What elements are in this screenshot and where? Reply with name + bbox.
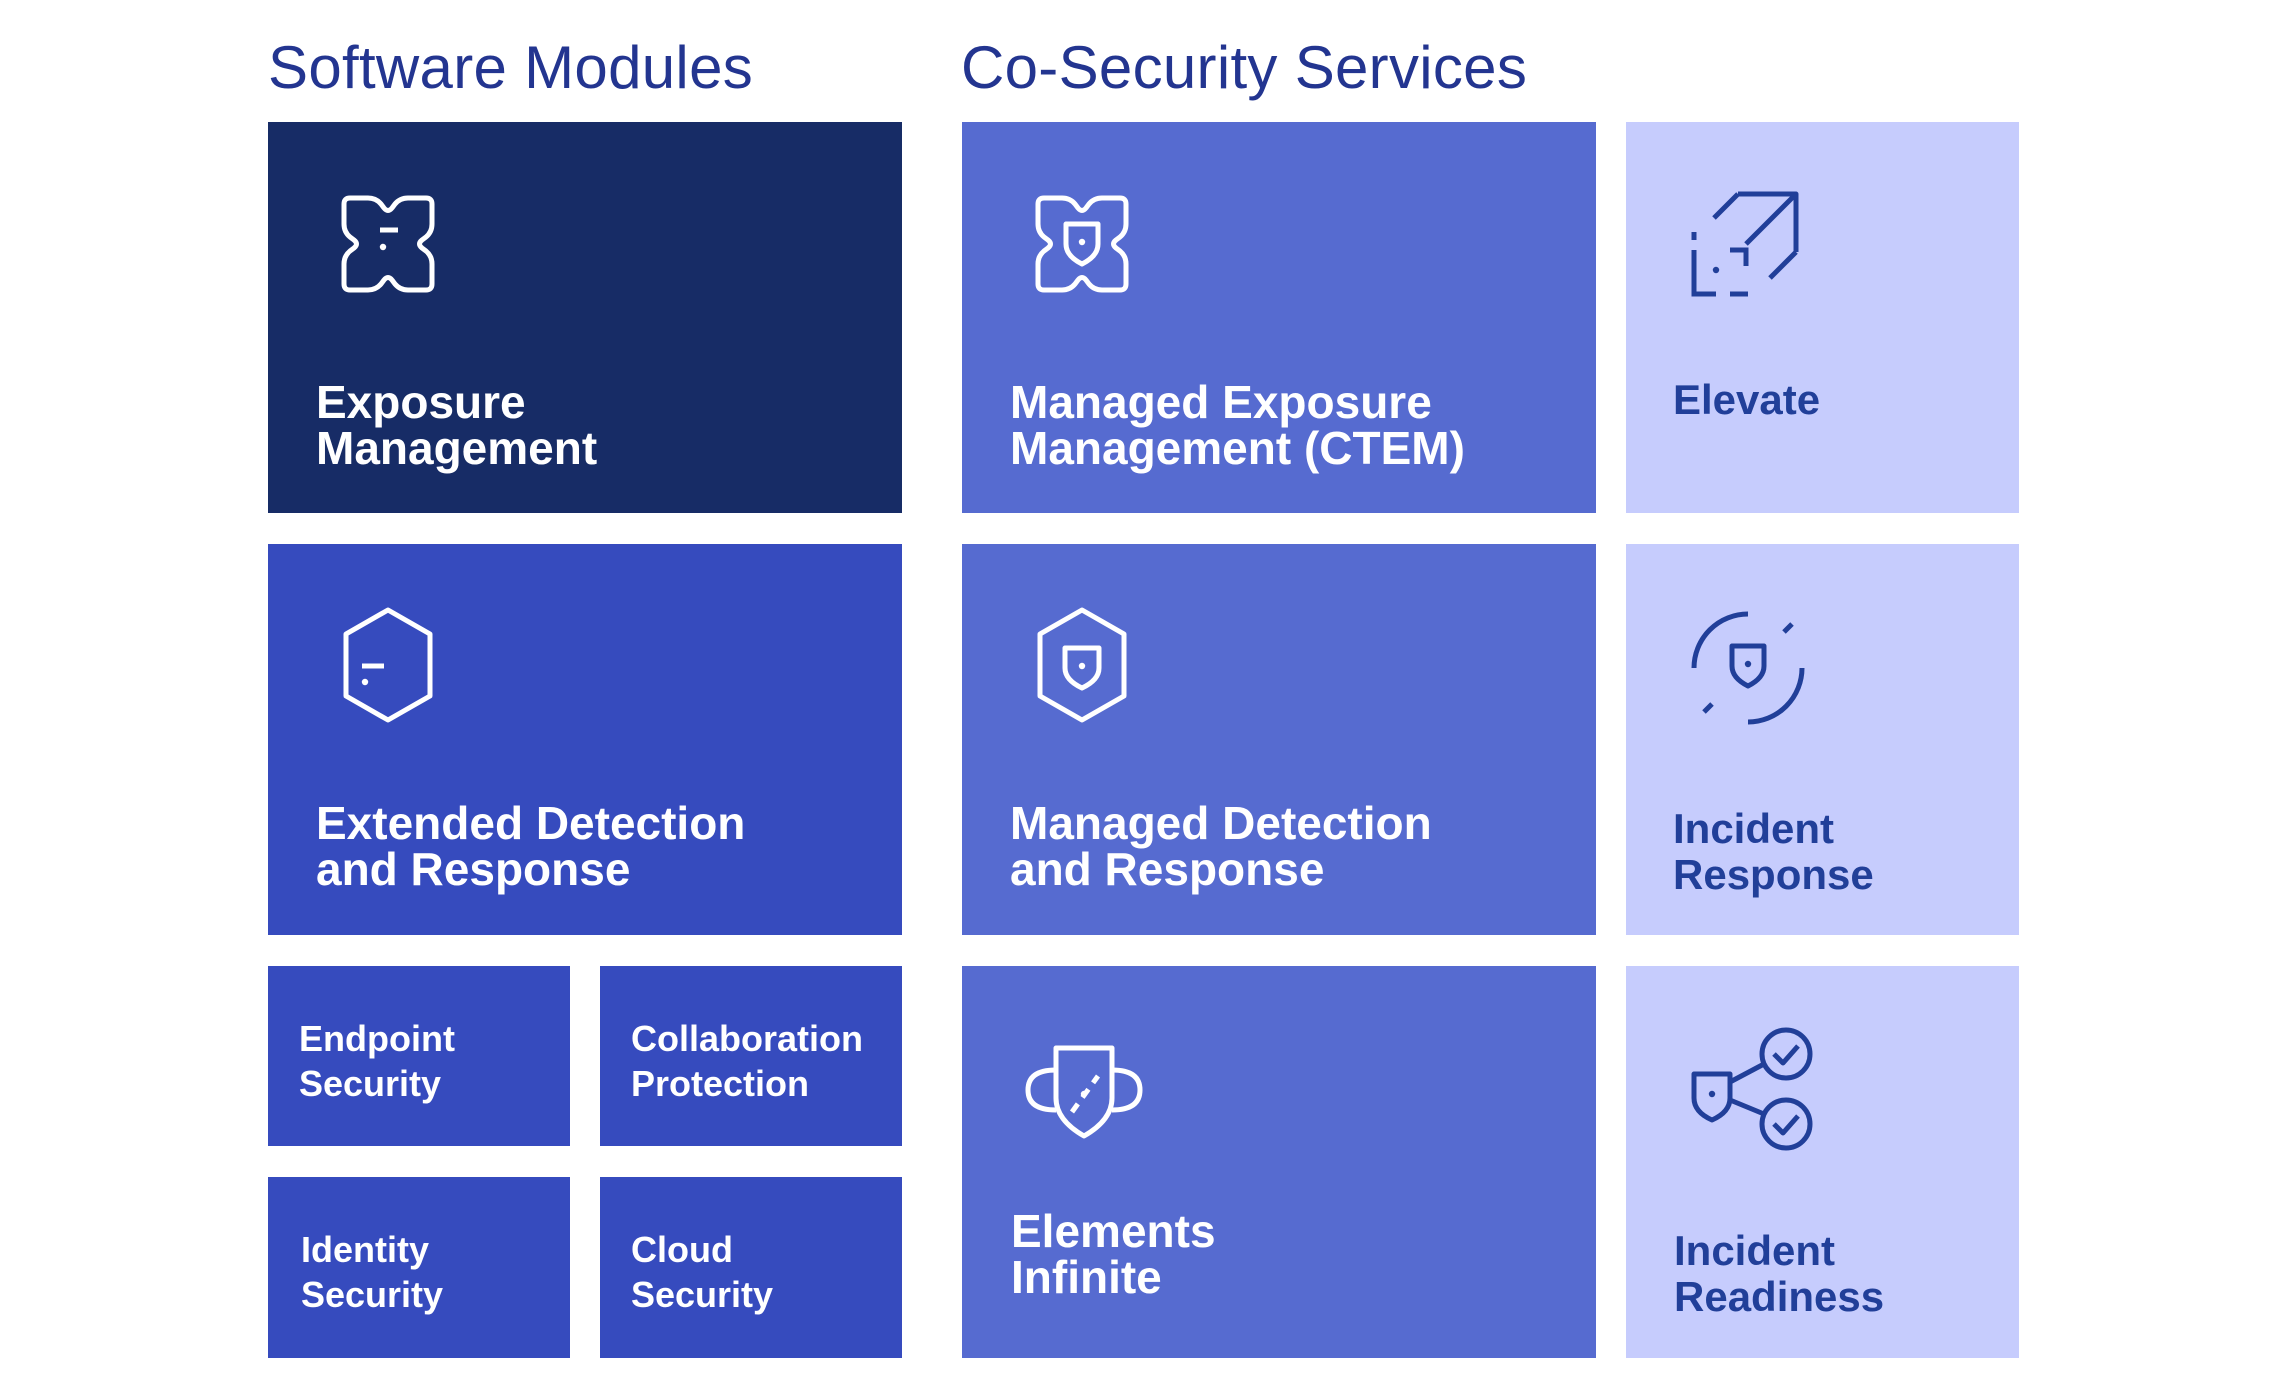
exposure-management-tile[interactable]: Exposure Management	[268, 122, 902, 513]
title-line: Cloud	[631, 1229, 733, 1270]
co-security-services-heading: Co-Security Services	[961, 34, 1528, 101]
exposure-x-icon	[328, 184, 448, 304]
title-line: Managed Detection	[1010, 797, 1432, 849]
managed-detection-title: Managed Detection and Response	[1010, 800, 1432, 892]
title-line: Infinite	[1011, 1251, 1162, 1303]
incident-response-tile[interactable]: Incident Response	[1626, 544, 2019, 935]
xdr-title: Extended Detection and Response	[316, 800, 745, 892]
xdr-tile[interactable]: Extended Detection and Response	[268, 544, 902, 935]
hexagon-shield-icon	[1032, 604, 1132, 728]
managed-detection-tile[interactable]: Managed Detection and Response	[962, 544, 1596, 935]
title-line: Management (CTEM)	[1010, 422, 1465, 474]
title-line: Endpoint	[299, 1018, 455, 1059]
title-line: Security	[631, 1274, 774, 1315]
title-line: Identity	[301, 1229, 430, 1270]
endpoint-security-tile[interactable]: Endpoint Security	[268, 966, 570, 1146]
software-modules-heading: Software Modules	[268, 34, 754, 101]
managed-exposure-title: Managed Exposure Management (CTEM)	[1010, 379, 1465, 471]
elevate-title: Elevate	[1673, 377, 1820, 423]
shield-x-icon	[1022, 184, 1142, 304]
collaboration-protection-title: Collaboration Protection	[631, 1016, 863, 1106]
elements-infinite-title: Elements Infinite	[1011, 1208, 1216, 1300]
elevate-arrow-icon	[1686, 184, 1804, 302]
title-line: Readiness	[1674, 1273, 1885, 1320]
title-line: and Response	[316, 843, 631, 895]
incident-response-title: Incident Response	[1673, 806, 1874, 898]
title-line: Security	[299, 1063, 442, 1104]
title-line: Management	[316, 422, 598, 474]
collaboration-protection-tile[interactable]: Collaboration Protection	[600, 966, 902, 1146]
incident-readiness-tile[interactable]: Incident Readiness	[1626, 966, 2019, 1358]
title-line: Managed Exposure	[1010, 376, 1432, 428]
title-line: Incident	[1674, 1227, 1836, 1274]
title-line: Extended Detection	[316, 797, 746, 849]
title-line: Response	[1673, 851, 1874, 898]
elements-infinite-tile[interactable]: Elements Infinite	[962, 966, 1596, 1358]
elevate-tile[interactable]: Elevate	[1626, 122, 2019, 513]
title-line: Collaboration	[631, 1018, 863, 1059]
title-line: Incident	[1673, 805, 1835, 852]
title-line: Elements	[1011, 1205, 1216, 1257]
shield-checks-icon	[1686, 1026, 1814, 1154]
managed-exposure-tile[interactable]: Managed Exposure Management (CTEM)	[962, 122, 1596, 513]
title-line: Exposure	[316, 376, 526, 428]
identity-security-tile[interactable]: Identity Security	[268, 1177, 570, 1358]
cloud-security-tile[interactable]: Cloud Security	[600, 1177, 902, 1358]
title-line: Protection	[631, 1063, 810, 1104]
cloud-security-title: Cloud Security	[631, 1227, 773, 1317]
title-line: Elevate	[1673, 376, 1821, 423]
incident-readiness-title: Incident Readiness	[1674, 1228, 1884, 1320]
exposure-management-title: Exposure Management	[316, 379, 597, 471]
endpoint-security-title: Endpoint Security	[299, 1016, 455, 1106]
title-line: and Response	[1010, 843, 1325, 895]
identity-security-title: Identity Security	[301, 1227, 443, 1317]
shield-target-icon	[1686, 606, 1810, 730]
infinite-shield-icon	[1020, 1040, 1148, 1144]
title-line: Security	[301, 1274, 444, 1315]
hexagon-badge-icon	[338, 604, 438, 728]
